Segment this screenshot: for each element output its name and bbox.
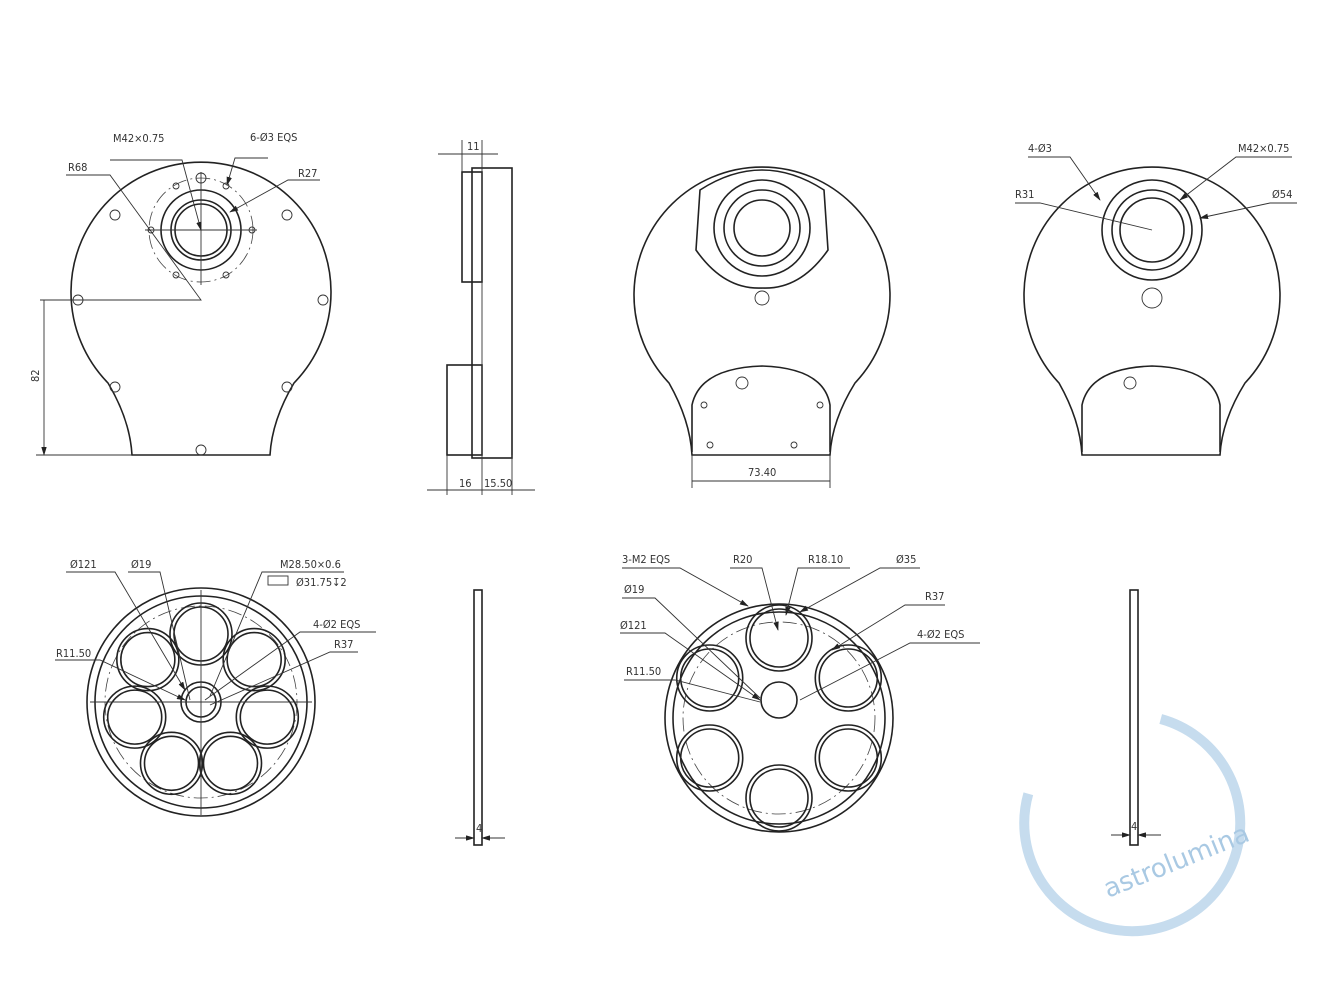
filter-hole — [675, 644, 744, 712]
housing-back-view: 4-Ø3 M42×0.75 R31 Ø54 — [1015, 142, 1297, 456]
filter-hole — [675, 724, 744, 792]
filter-hole — [143, 735, 200, 792]
filter-wheel-7: Ø121 Ø19 M28.50×0.6 Ø31.75↧2 4-Ø2 EQS R1… — [55, 558, 376, 817]
back-radius-label: R31 — [1015, 188, 1034, 201]
back-diameter-label: Ø54 — [1272, 188, 1292, 201]
front-view-housing: M42×0.75 6-Ø3 EQS R68 R27 82 — [29, 131, 332, 456]
holes-label: 6-Ø3 EQS — [250, 131, 297, 144]
filter-hole — [818, 728, 879, 788]
filter-hole — [226, 631, 282, 688]
wheel7-pitch-radius-label: R37 — [334, 638, 353, 651]
plate2-thickness-label: 4 — [1131, 820, 1137, 833]
filter-hole — [749, 608, 809, 668]
wheel6-diameter-label: Ø35 — [896, 553, 916, 566]
back-holes-label: 4-Ø3 — [1028, 142, 1052, 155]
wheel6-hub-radius-label: R11.50 — [626, 665, 661, 678]
filter-hole — [102, 685, 167, 749]
filter-hole — [745, 764, 813, 832]
filter-hole — [745, 604, 813, 672]
filter-hole — [106, 689, 163, 745]
wheel7-hub-radius-label: R11.50 — [56, 647, 91, 660]
housing-front-render: 73.40 — [633, 166, 891, 488]
thread-label: M42×0.75 — [113, 132, 164, 145]
wheel6-radius-b-label: R18.10 — [808, 553, 843, 566]
filter-hole — [139, 731, 204, 796]
filter-hole — [198, 731, 263, 796]
wheel6-holes-label: 4-Ø2 EQS — [917, 628, 964, 641]
plate-side-2: 4 — [1111, 589, 1161, 846]
filter-hole — [814, 724, 883, 792]
filter-hole — [120, 631, 176, 688]
wheel7-outer-diameter-label: Ø121 — [70, 558, 97, 571]
side-view: 11 16 15.50 — [427, 140, 535, 495]
filter-hole — [818, 648, 879, 708]
filter-hole — [814, 644, 883, 712]
filter-hole — [239, 689, 296, 745]
filter-hole — [235, 685, 300, 749]
wheel6-outer-diameter-label: Ø121 — [620, 619, 647, 632]
wheel7-counterbore-label: Ø31.75↧2 — [296, 576, 347, 589]
wheel7-thread-label: M28.50×0.6 — [280, 558, 341, 571]
inner-radius-label: R27 — [298, 167, 317, 180]
wheel6-screws-label: 3-M2 EQS — [622, 553, 670, 566]
back-thread-label: M42×0.75 — [1238, 142, 1289, 155]
side-top-width-label: 11 — [467, 140, 480, 153]
height-dimension-label: 82 — [29, 369, 42, 382]
outer-radius-label: R68 — [68, 161, 87, 174]
side-bottom-left-label: 16 — [459, 477, 472, 490]
plate-side-1: 4 — [455, 589, 505, 846]
wheel7-hole-diameter-label: Ø19 — [131, 558, 151, 571]
plate-width-label: 73.40 — [748, 466, 776, 479]
wheel7-holes-label: 4-Ø2 EQS — [313, 618, 360, 631]
filter-hole — [202, 735, 259, 792]
plate1-thickness-label: 4 — [476, 822, 482, 835]
side-bottom-right-label: 15.50 — [484, 477, 512, 490]
wheel6-radius-a-label: R20 — [733, 553, 752, 566]
filter-hole — [116, 627, 180, 692]
filter-hole — [679, 648, 740, 708]
filter-hole — [749, 768, 809, 828]
filter-wheel-6: 3-M2 EQS R20 R18.10 Ø35 Ø19 R37 Ø121 4-Ø… — [620, 553, 980, 833]
filter-hole — [222, 627, 286, 692]
wheel6-pitch-radius-label: R37 — [925, 590, 944, 603]
filter-hole — [679, 728, 740, 788]
wheel6-hole-diameter-label: Ø19 — [624, 583, 644, 596]
